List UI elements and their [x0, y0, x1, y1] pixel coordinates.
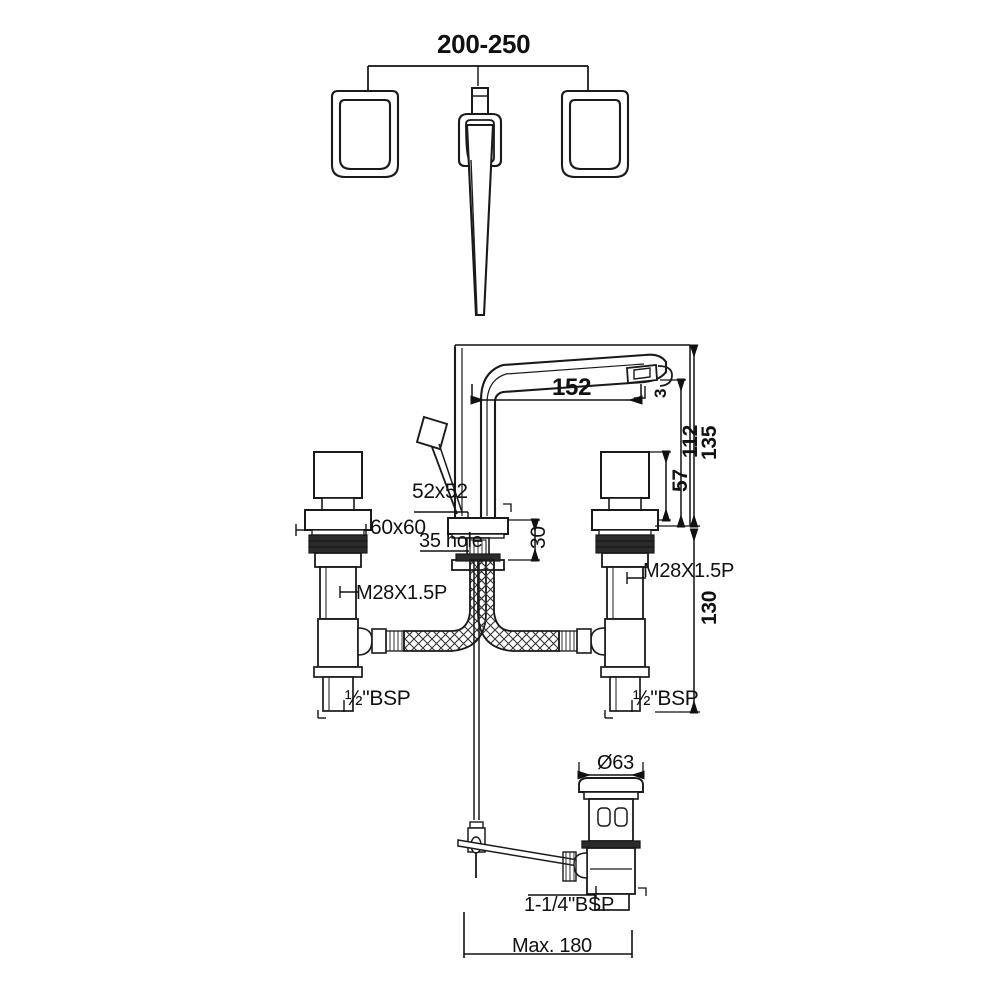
- wall-mount-spout: [457, 87, 503, 317]
- deck-mounted-assembly: [295, 344, 700, 719]
- label-rod-max: Max. 180: [512, 935, 592, 957]
- label-spread: 200-250: [437, 29, 531, 59]
- dimension-outlet: [634, 386, 646, 399]
- label-escutcheon-center: 52x52: [412, 480, 468, 503]
- label-thread-right: M28X1.5P: [643, 560, 734, 582]
- pop-up-drain-body: [562, 777, 644, 911]
- leader-60x60-left: [295, 524, 367, 536]
- dimension-stack-right: [649, 344, 700, 714]
- dimension-rod-max: [463, 912, 633, 958]
- label-outlet-dia: 3: [651, 388, 670, 398]
- label-height-135: 135: [698, 425, 721, 460]
- pop-up-waste-assembly: [457, 560, 647, 958]
- label-thread-left: M28X1.5P: [356, 582, 447, 604]
- label-deck-thickness: 30: [527, 526, 550, 549]
- label-tail-130: 130: [698, 590, 721, 625]
- leader-52x52: [414, 511, 469, 519]
- wall-mount-handle-right: [560, 89, 630, 179]
- leader-bsp-right: [604, 700, 633, 719]
- lever-handle: [415, 415, 463, 515]
- deck-mount-spout: [453, 347, 673, 520]
- valve-body-left: [304, 451, 373, 712]
- wall-mount-handle-left: [330, 89, 400, 179]
- label-mounting-hole: 35 hole: [419, 530, 483, 552]
- leader-drain-thread: [528, 886, 647, 898]
- label-inlet-left: ½"BSP: [345, 687, 411, 710]
- label-height-112: 112: [679, 425, 702, 458]
- dimension-drain-flange: [577, 762, 645, 780]
- label-height-57: 57: [669, 469, 692, 492]
- label-drain-thread: 1-1/4"BSP: [524, 894, 615, 916]
- label-inlet-right: ½"BSP: [633, 687, 699, 710]
- braided-flex-hose-left: [371, 559, 487, 654]
- dimension-spout-reach: [470, 384, 643, 405]
- label-escutcheon-side: 60x60: [370, 516, 426, 539]
- dimension-deck-thickness: [503, 503, 540, 562]
- braided-flex-hose-right: [477, 559, 592, 654]
- leader-bsp-left: [317, 700, 345, 719]
- wall-mounted-assembly: [330, 65, 630, 317]
- label-drain-flange-dia: Ø63: [597, 752, 634, 774]
- label-spout-reach: 152: [552, 374, 592, 401]
